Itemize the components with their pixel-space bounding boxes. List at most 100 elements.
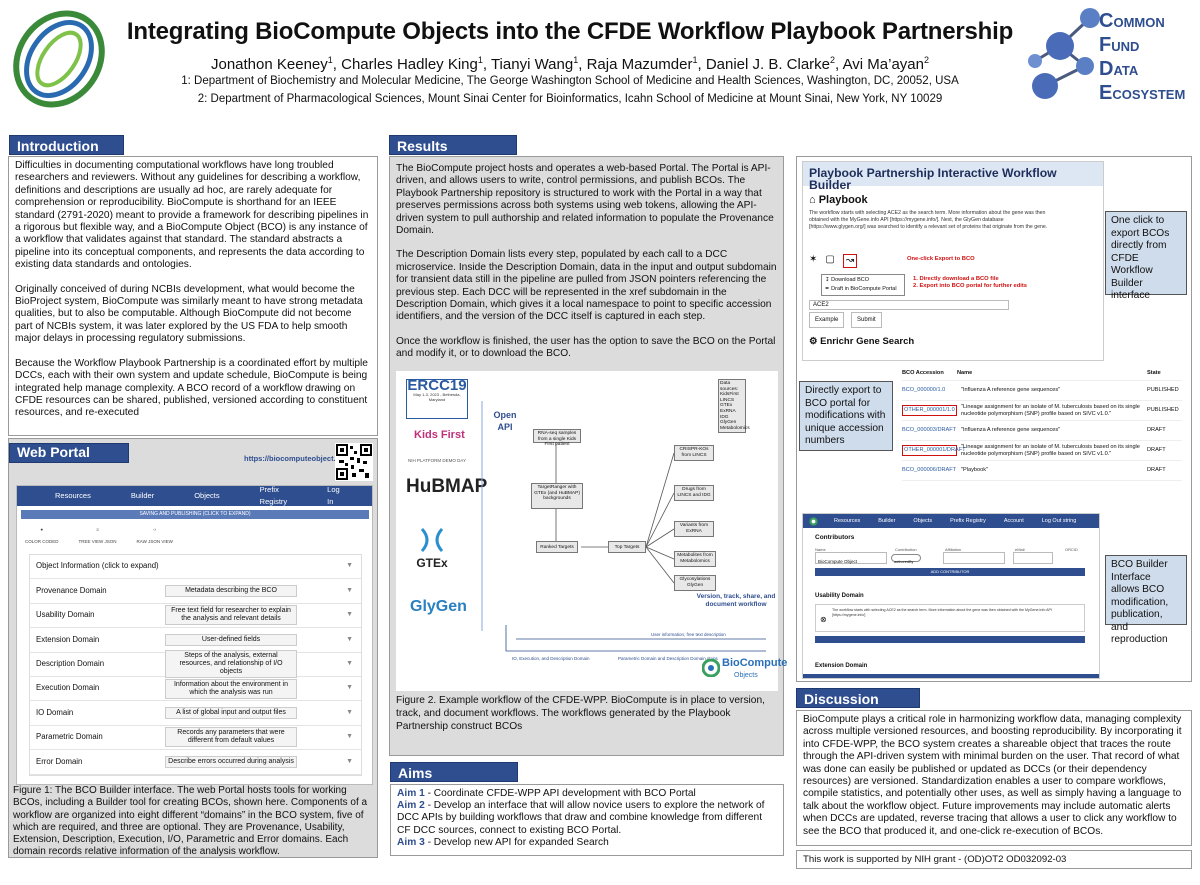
gtex-logo: GTEx [412,527,452,570]
tab-raw-json[interactable]: ‹›RAW JSON VIEW [136,527,173,545]
bookmark-icon[interactable]: ▢ [825,254,835,265]
callout-one-click-export: One click to export BCOs directly from C… [1105,211,1187,301]
table-row[interactable]: OTHER_000001/1.0"Lineage assignment for … [902,401,1182,421]
author-affiliation-number: 2 [924,55,930,65]
version-track-text: Version, track, share, and document work… [696,593,776,608]
builder-figure-panel: Playbook Partnership Interactive Workflo… [796,156,1192,682]
nav-prefix-registry[interactable]: Prefix Registry [259,484,288,506]
results-heading: Results [389,135,517,155]
portal-url[interactable]: https://biocomputeobject.org [244,454,348,463]
export-bco-icon[interactable]: ↝ [842,254,858,269]
nav2-log-out[interactable]: Log Out string [1041,517,1077,524]
aims-heading: Aims [390,762,518,782]
author-name: Jonathon Keeney [210,56,328,73]
data-sources-box: Data sources: KidsFirst LINCS GTEx ExRNA… [718,379,750,433]
domain-label: IO Domain [36,707,74,717]
example-button[interactable]: Example [809,312,845,329]
usability-domain-heading[interactable]: Usability Domain [815,593,864,599]
affiliation-field[interactable] [943,552,1005,564]
usability-add-button[interactable] [815,636,1085,643]
object-info-row[interactable]: Object Information (click to expand) ▼ [30,555,361,580]
nav2-prefix-registry[interactable]: Prefix Registry [950,517,986,524]
nav2-builder[interactable]: Builder [878,517,896,524]
remove-icon[interactable]: ⊗ [820,615,827,624]
author-affiliation-number: 1 [573,55,579,65]
intro-paragraph-1: Difficulties in documenting computationa… [15,160,369,271]
nav2-objects[interactable]: Objects [913,517,933,524]
chevron-down-icon: ▼ [346,708,353,716]
nav-resources[interactable]: Resources [55,490,91,500]
add-contributor-button[interactable]: ADD CONTRIBUTOR [815,568,1085,576]
contributor-name-field[interactable]: BioCompute Object [815,552,887,564]
saving-publishing-bar[interactable]: SAVING AND PUBLISHING (CLICK TO EXPAND) [21,510,369,519]
gtex-dna-icon [420,527,444,553]
domain-label: Parametric Domain [36,732,103,742]
author-name: Tianyi Wang [490,56,574,73]
draft-portal-menu-item[interactable]: ✒ Draft in BioCompute Portal [825,286,897,292]
poster-title: Integrating BioCompute Objects into the … [126,18,1014,45]
table-row[interactable]: BCO_000000/1.0"Influenza A reference gen… [902,381,1182,401]
nav-log-in[interactable]: Log In [327,484,340,506]
author-affiliation-number: 1 [692,55,698,65]
export-menu: ↧ Download BCO ✒ Draft in BioCompute Por… [821,274,905,296]
submit-button[interactable]: Submit [851,312,882,329]
grant-panel: This work is supported by NIH grant - (O… [796,850,1192,869]
nav2-resources[interactable]: Resources [834,517,861,524]
usability-entry: ⊗ The workflow starts with selecting ACE… [815,604,1085,632]
bco-accession-link[interactable]: BCO_000006/DRAFT [902,467,957,473]
bco-accession-link[interactable]: OTHER_000001/DRAFT [902,445,966,456]
tab-color-coded[interactable]: ●COLOR CODED [25,527,59,545]
builder-footer-bar [803,674,1099,678]
aim-label: Aim 1 [397,788,425,799]
web-portal-heading: Web Portal [9,443,129,463]
nav2-account[interactable]: Account [1003,517,1024,524]
domain-description: A list of global input and output files [165,707,297,720]
share-icon[interactable]: ✶ [809,254,818,265]
figure-1-caption: Figure 1: The BCO Builder interface. The… [13,785,368,858]
download-bco-menu-item[interactable]: ↧ Download BCO [825,277,870,283]
domain-label: Error Domain [36,756,83,766]
author-name: Charles Hadley King [341,56,478,73]
bco-accession-link[interactable]: BCO_000003/DRAFT [902,427,957,433]
email-field[interactable] [1013,552,1053,564]
table-row[interactable]: BCO_000006/DRAFT"Playbook"DRAFT [902,461,1182,481]
gene-search-input[interactable]: ACE2 [809,300,1009,310]
aim-label: Aim 3 [397,836,425,848]
table-row[interactable]: BCO_000003/DRAFT"Influenza A reference g… [902,421,1182,441]
discussion-heading: Discussion [796,688,920,708]
discussion-text: BioCompute plays a critical role in harm… [803,714,1182,837]
author-affiliation-number: 1 [477,55,483,65]
nav-objects[interactable]: Objects [194,490,220,500]
glygen-logo: GlyGen [410,598,467,615]
results-paragraph-2: The Description Domain lists every step,… [396,249,777,323]
domain-row[interactable]: IO Domain A list of global input and outp… [30,701,361,726]
biocompute-swirl-icon [702,659,720,677]
tab-tree-view[interactable]: ≡TREE VIEW JSON [78,527,117,545]
bco-state: PUBLISHED [1147,407,1179,413]
extension-domain-heading[interactable]: Extension Domain [815,663,868,669]
open-api-label: Open API [493,410,517,433]
bco-accession-link[interactable]: OTHER_000001/1.0 [902,405,957,416]
cfde-logo: COMMON FUND DATA ECOSYSTEM [1025,6,1195,106]
domain-label: Description Domain [36,659,105,669]
contribution-select[interactable]: authoredBy [891,554,921,564]
crispr-box: CRISPR-KOs from LINCS [674,445,714,461]
code-icon: ‹› [153,527,157,532]
aim-item: Aim 1 - Coordinate CFDE-WPP API developm… [397,788,777,800]
drugs-box: Drugs from LINCS and IDG [674,485,714,501]
table-row[interactable]: OTHER_000001/DRAFT"Lineage assignment fo… [902,441,1182,461]
param-domain-label: Parametric Domain and Description Domain… [618,656,718,661]
bco-accession-link[interactable]: BCO_000000/1.0 [902,387,946,393]
target-ranger-box: TargetRanger with GTEx (and HuBMAP) back… [531,483,583,509]
ranked-targets-box: Ranked Targets [536,541,578,553]
nav-builder[interactable]: Builder [130,490,155,500]
aim-item: Aim 3 - Develop new API for expanded Sea… [397,837,777,849]
chevron-down-icon: ▼ [346,660,353,668]
